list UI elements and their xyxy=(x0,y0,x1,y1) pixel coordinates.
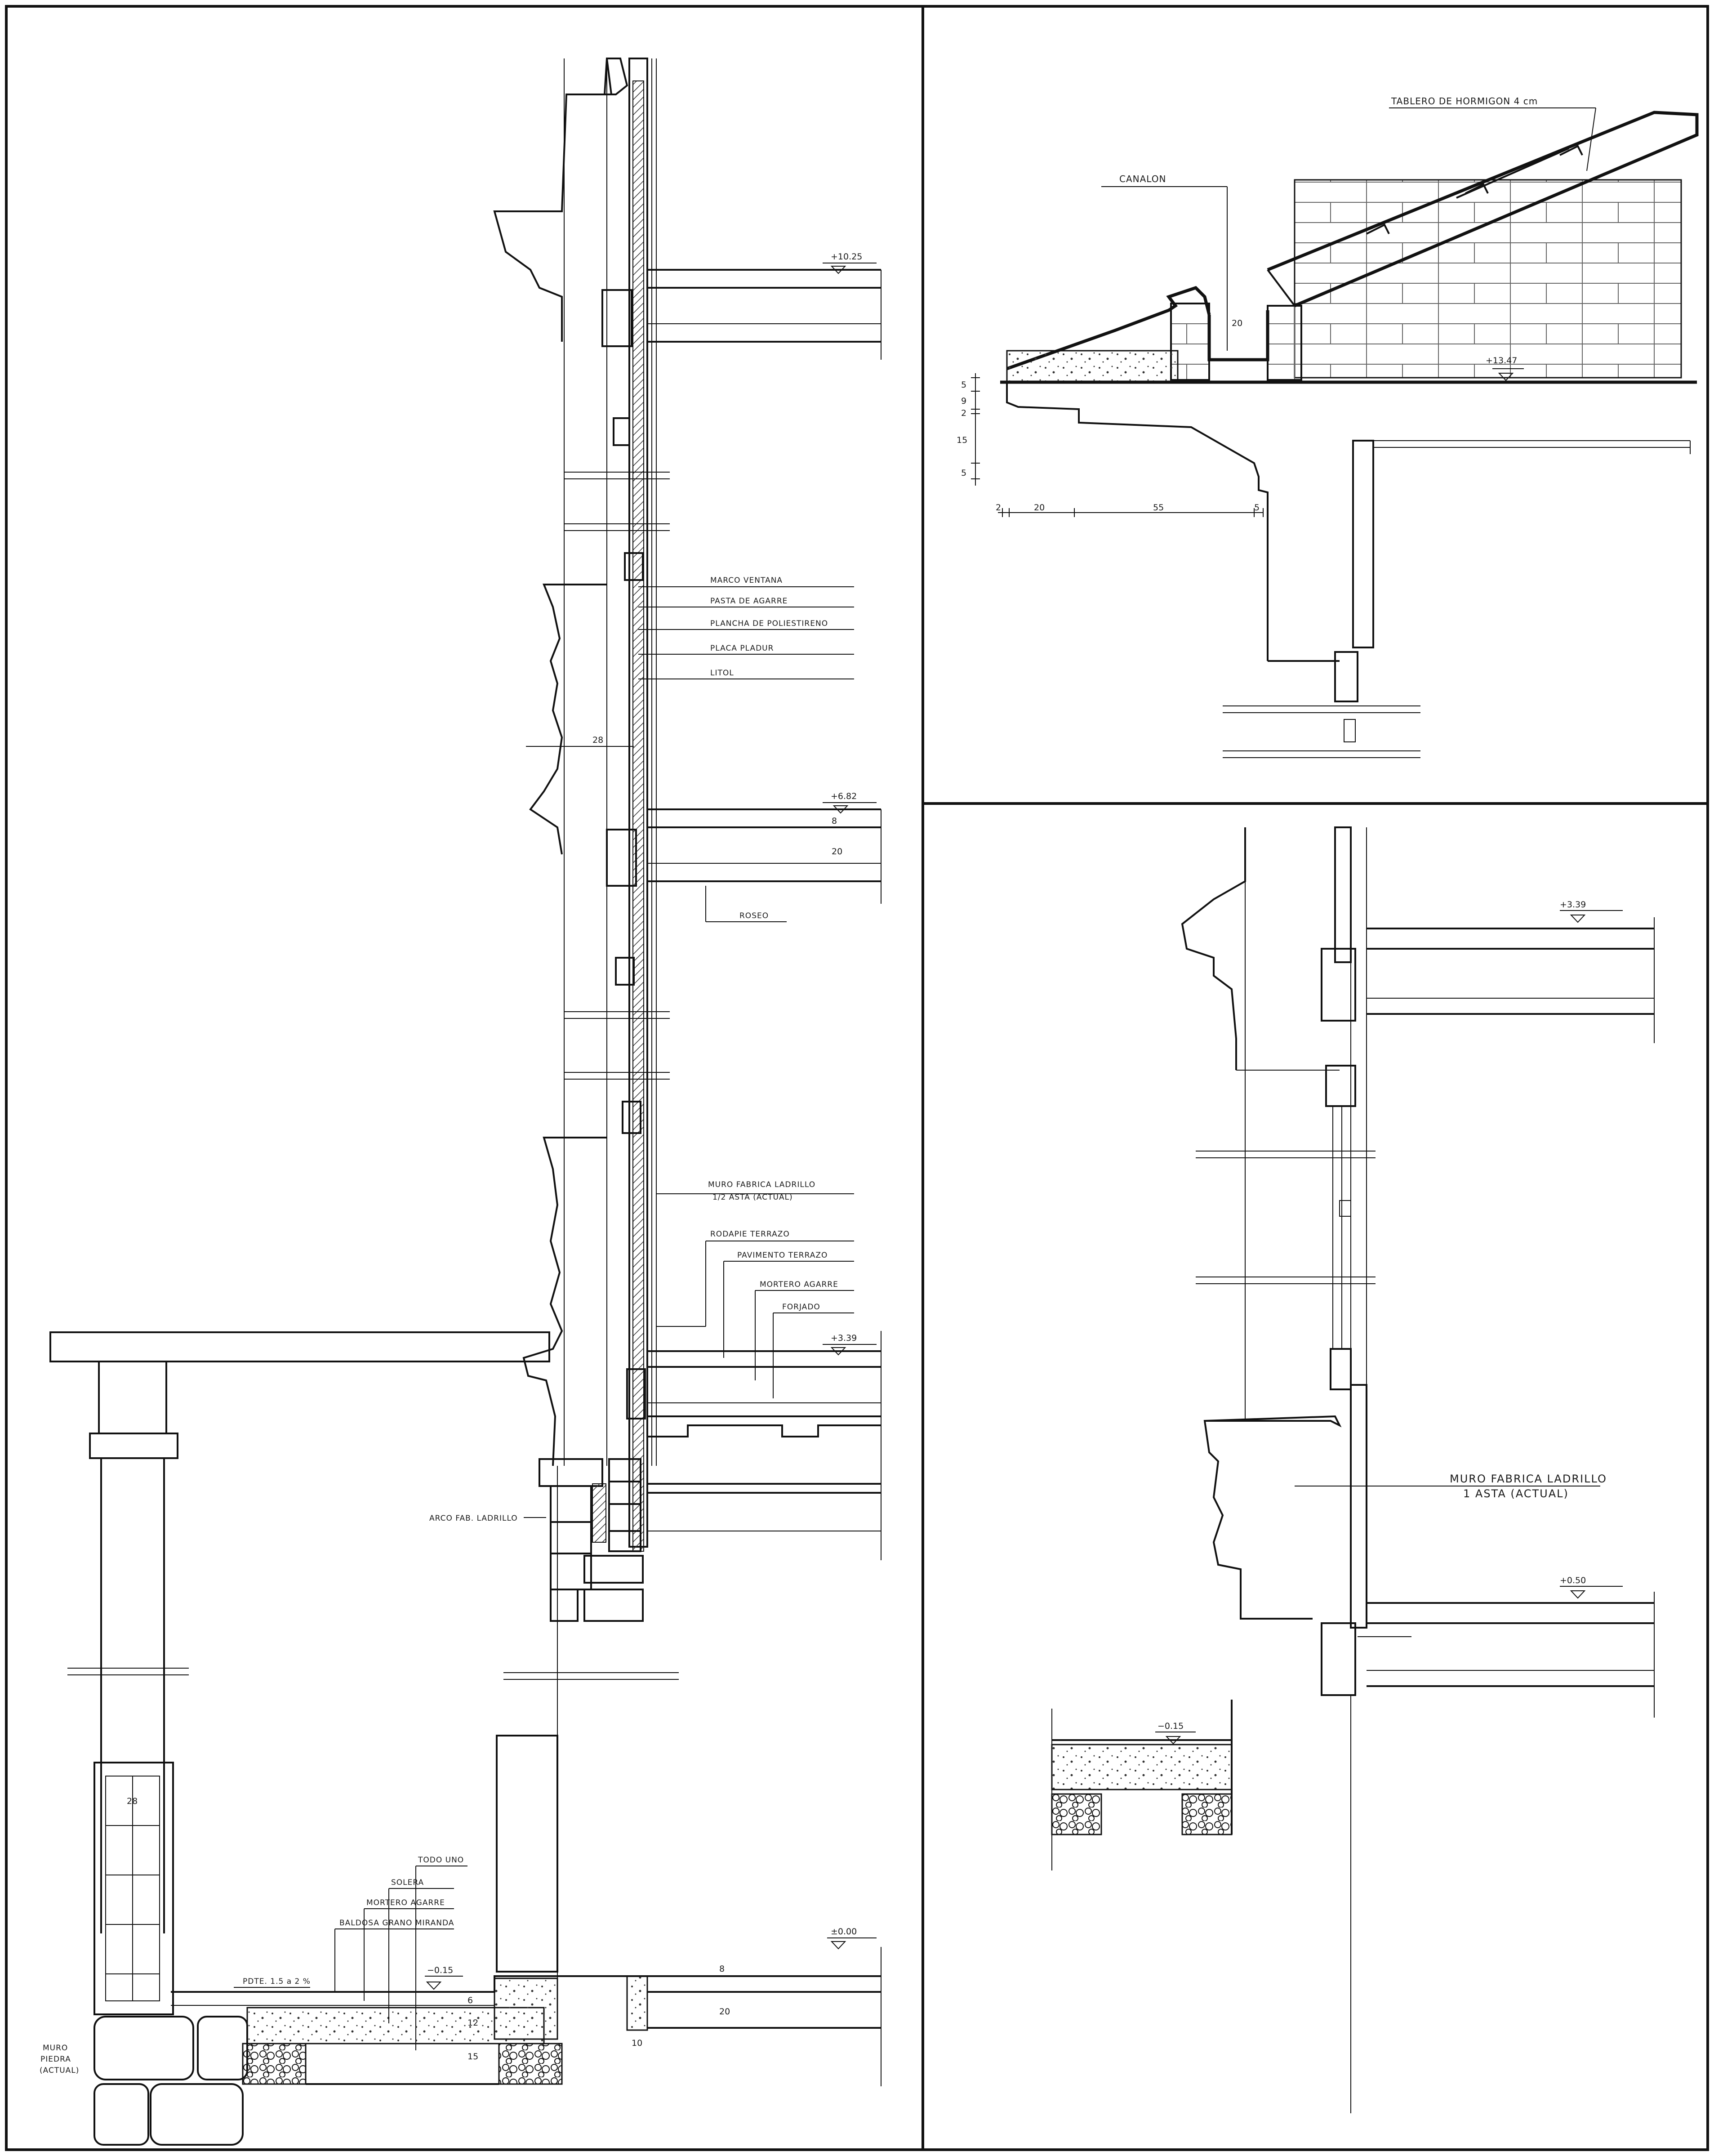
label-muro-fabrica-2: 1/2 ASTA (ACTUAL) xyxy=(712,1193,793,1202)
dim-h55: 55 xyxy=(1153,503,1164,513)
lower-ground xyxy=(1051,1695,1351,2113)
dim-v15: 15 xyxy=(957,435,967,445)
eave-slab xyxy=(1006,286,1211,370)
sheet-border xyxy=(5,5,1709,2151)
level-13-47: +13.47 xyxy=(1486,356,1517,366)
label-muro-piedra-1: MURO xyxy=(43,2044,68,2053)
dim-10-ground: 10 xyxy=(632,2038,642,2048)
gutter-block-right xyxy=(1267,305,1302,381)
cornice-profile-lower xyxy=(522,1137,607,1466)
eave-cornice xyxy=(1006,382,1269,661)
label-todo-uno: TODO UNO xyxy=(418,1856,464,1865)
dim-8-ground: 8 xyxy=(719,1964,725,1974)
label-solera: SOLERA xyxy=(391,1878,424,1887)
dim-gutter-20: 20 xyxy=(1232,318,1242,328)
roof-slope xyxy=(1267,111,1699,308)
lower-cornice-top xyxy=(1181,827,1246,1070)
label-roseo: ROSEO xyxy=(739,911,769,920)
label-arco-fab-ladrillo: ARCO FAB. LADRILLO xyxy=(429,1514,518,1523)
label-tablero-hormigon: TABLERO DE HORMIGON 4 cm xyxy=(1391,96,1538,107)
level-6-82: +6.82 xyxy=(831,791,857,801)
dim-v2: 2 xyxy=(961,408,966,418)
attic-brick-wall xyxy=(1294,179,1682,379)
window-frame-middle xyxy=(615,957,641,1134)
label-mortero-agarre-2: MORTERO AGARRE xyxy=(366,1898,445,1907)
lower-level-3-39: +3.39 xyxy=(1560,900,1586,910)
label-pavimento-terrazo: PAVIMENTO TERRAZO xyxy=(737,1251,828,1260)
dim-h2: 2 xyxy=(996,503,1001,513)
label-pendiente: PDTE. 1.5 a 2 % xyxy=(243,1977,311,1986)
lower-level-0-50: +0.50 xyxy=(1560,1576,1586,1585)
label-litol: LITOL xyxy=(710,669,734,678)
dim-15-ground: 15 xyxy=(467,2052,478,2062)
window-frame-upper xyxy=(603,58,644,581)
label-baldosa: BALDOSA GRANO MIRANDA xyxy=(339,1919,454,1928)
level-minus-0-15: −0.15 xyxy=(427,1965,453,1975)
brick-arch xyxy=(539,1458,644,1622)
label-plancha-poliestireno: PLANCHA DE POLIESTIRENO xyxy=(710,619,828,628)
slab-level-10-25 xyxy=(601,266,881,360)
label-muro-fabrica-1-asta-2: 1 ASTA (ACTUAL) xyxy=(1463,1487,1569,1500)
label-mortero-agarre: MORTERO AGARRE xyxy=(760,1280,838,1289)
roof-eave-panel: TABLERO DE HORMIGON 4 cm CANALON +13.47 … xyxy=(957,96,1699,758)
ground-floor-section xyxy=(171,1735,881,2086)
slab-level-6-82 xyxy=(606,805,881,904)
gutter-channel xyxy=(1207,310,1269,362)
lower-slab-3-39 xyxy=(1321,910,1655,1043)
slab-level-3-39 xyxy=(626,1331,881,1560)
level-10-25: +10.25 xyxy=(831,252,862,262)
label-canalon: CANALON xyxy=(1119,174,1166,184)
label-placa-pladur: PLACA PLADUR xyxy=(710,644,774,653)
stone-wall xyxy=(93,2016,248,2146)
level-0-00: ±0.00 xyxy=(831,1927,857,1937)
lower-cornice-bottom xyxy=(1203,1415,1342,1620)
label-marco-ventana: MARCO VENTANA xyxy=(710,576,783,585)
dim-6-ground: 6 xyxy=(467,1995,473,2005)
dim-8-upper: 8 xyxy=(832,816,837,826)
cornice-profile-top xyxy=(493,58,613,342)
dim-h20: 20 xyxy=(1034,503,1045,513)
dim-12-ground: 12 xyxy=(467,2018,478,2028)
level-3-39: +3.39 xyxy=(831,1333,857,1343)
dim-28-pier: 28 xyxy=(127,1796,138,1806)
dim-v5-bottom: 5 xyxy=(961,468,966,478)
label-muro-fabrica-1-asta: MURO FABRICA LADRILLO xyxy=(1450,1473,1607,1485)
brick-pier xyxy=(93,1762,174,2015)
dim-v9: 9 xyxy=(961,396,966,406)
cornice-profile-middle xyxy=(529,584,607,855)
lower-slab-0-50 xyxy=(1321,1586,1655,1718)
dim-20-ground: 20 xyxy=(719,2007,730,2017)
label-muro-piedra-2: PIEDRA xyxy=(40,2055,71,2064)
dim-v5-top: 5 xyxy=(961,380,966,390)
label-muro-piedra-3: (ACTUAL) xyxy=(40,2066,79,2075)
lower-wall-panel: +3.39 +0.50 −0.15 MURO FABRICA LADRILLO … xyxy=(1051,826,1655,2113)
main-section-panel: +10.25 +6.82 +3.39 ±0.00 −0.15 MARCO VEN… xyxy=(40,58,881,2146)
label-pasta-agarre: PASTA DE AGARRE xyxy=(710,597,788,606)
label-rodapie-terrazo: RODAPIE TERRAZO xyxy=(710,1230,790,1239)
main-leaders xyxy=(234,263,877,2050)
label-forjado: FORJADO xyxy=(782,1303,820,1312)
dim-20-upper: 20 xyxy=(832,847,842,857)
dim-28-upper: 28 xyxy=(592,735,603,745)
dim-h5: 5 xyxy=(1254,503,1260,513)
lower-level-minus-0-15: −0.15 xyxy=(1158,1721,1184,1731)
porch-canopy xyxy=(49,1331,550,1933)
label-muro-fabrica-1: MURO FABRICA LADRILLO xyxy=(708,1180,815,1189)
